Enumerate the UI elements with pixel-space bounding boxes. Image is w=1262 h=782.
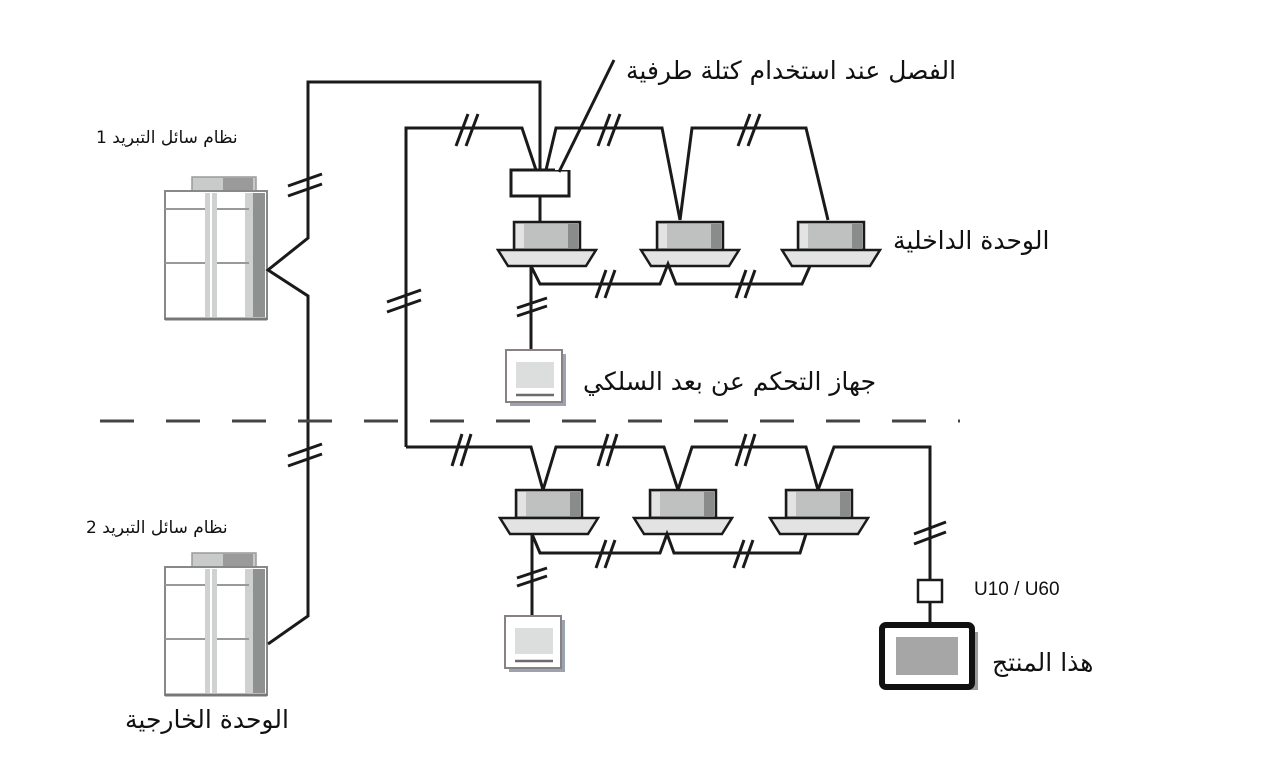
refrigerant-system-2-label: نظام سائل التبريد 2 <box>86 518 228 538</box>
wire-top-right <box>678 126 830 221</box>
this-product-screen <box>896 637 958 675</box>
wire-top-remote-loop <box>529 259 812 286</box>
wire-break-marks <box>287 113 947 588</box>
wired-remote-bottom <box>503 614 567 674</box>
wire-bottom-remote-loop <box>530 529 808 555</box>
wire-outdoor2 <box>267 400 310 646</box>
wire-top-mid <box>544 126 682 221</box>
wire-outdoor1-to-terminal <box>265 80 542 400</box>
indoor-unit-label: الوحدة الداخلية <box>893 226 1050 255</box>
wired-remote-label: جهاز التحكم عن بعد السلكي <box>583 367 877 396</box>
wired-remote-top <box>504 348 568 408</box>
this-product-label: هذا المنتج <box>992 648 1094 677</box>
indoor-unit-top-1 <box>496 220 598 268</box>
outdoor-unit-1 <box>163 175 269 321</box>
indoor-unit-top-2 <box>639 220 741 268</box>
indoor-unit-bottom-1 <box>498 488 600 536</box>
terminal-block <box>509 168 571 198</box>
terminal-block-note-label: الفصل عند استخدام كتلة طرفية <box>626 56 957 85</box>
adapter-label: U10 / U60 <box>974 579 1060 600</box>
indoor-unit-bottom-2 <box>632 488 734 536</box>
outdoor-unit-2 <box>163 551 269 697</box>
wire-bottom <box>406 445 932 580</box>
terminal-callout-line <box>557 59 616 173</box>
indoor-unit-bottom-3 <box>768 488 870 536</box>
indoor-unit-top-3 <box>780 220 882 268</box>
outdoor-unit-label: الوحدة الخارجية <box>125 705 289 734</box>
refrigerant-system-1-label: نظام سائل التبريد 1 <box>96 128 238 148</box>
adapter-box <box>916 578 944 604</box>
